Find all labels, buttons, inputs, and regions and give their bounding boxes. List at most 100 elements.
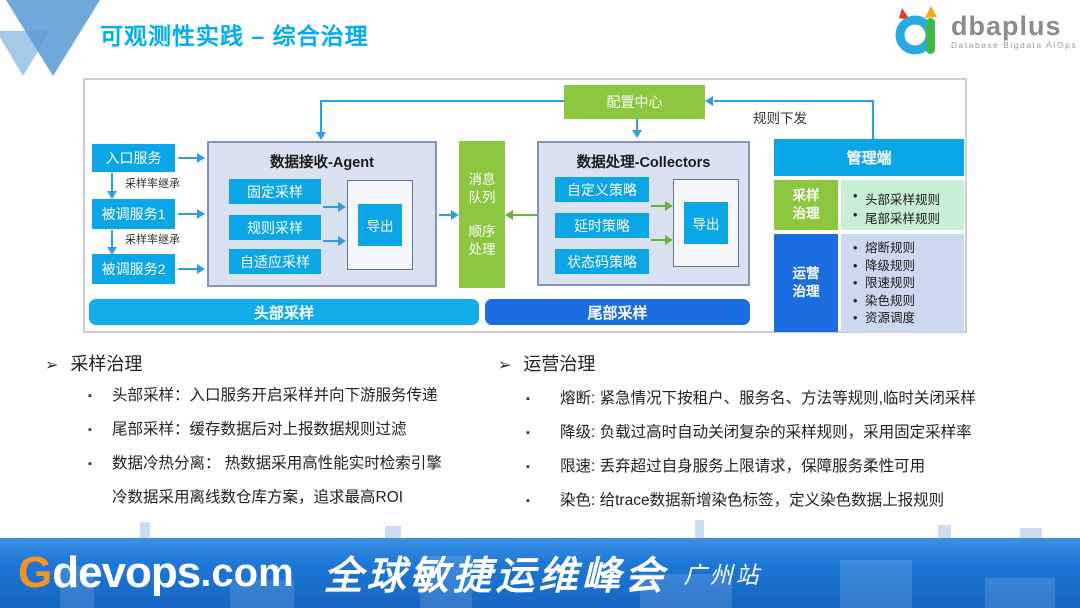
sample-rate-inherit-label: 采样率继承 <box>125 234 180 246</box>
skyline-decoration <box>1020 528 1042 542</box>
arrowhead-agent-to-queue <box>451 210 459 220</box>
dbaplus-logo-name: dbaplus <box>951 11 1062 41</box>
note-text: 熔断: 紧急情况下按租户、服务名、方法等规则,临时关闭采样 <box>560 390 976 407</box>
rule-item: 尾部采样规则 <box>851 208 964 227</box>
arrowhead-callee1-to-agent <box>197 209 205 219</box>
arrow-config-to-agent <box>320 100 564 102</box>
dbaplus-logo-icon <box>895 6 937 55</box>
note-item: 染色: 给trace数据新增染色标签，定义染色数据上报规则 <box>524 484 976 518</box>
agent-panel-title: 数据接收-Agent <box>270 155 374 171</box>
arrow-sampling-to-export <box>323 240 339 242</box>
notes-right-heading: 运营治理 <box>498 350 595 376</box>
arrowhead-entry-to-callee1 <box>107 191 117 199</box>
callee-service-2-box: 被调服务2 <box>92 254 175 284</box>
arrow-config-to-agent <box>320 100 322 133</box>
skyline-decoration <box>230 580 294 608</box>
arrow-strategy-to-export <box>651 239 666 241</box>
skyline-decoration <box>840 560 912 608</box>
rule-item: 资源调度 <box>851 310 964 328</box>
arrowhead-entry-to-agent <box>197 153 205 163</box>
arrow-management-to-config <box>714 100 874 102</box>
note-item: 数据冷热分离： 热数据采用高性能实时检索引擎 冷数据采用离线数仓库方案，追求最高… <box>86 447 442 515</box>
arrowhead-sampling-to-export <box>338 236 346 246</box>
callee-service-1-box: 被调服务1 <box>92 199 175 229</box>
note-item: 熔断: 紧急情况下按租户、服务名、方法等规则,临时关闭采样 <box>524 382 976 416</box>
page-title: 可观测性实践 – 综合治理 <box>100 23 369 49</box>
note-item: 降级: 负载过高时自动关闭复杂的采样规则，采用固定采样率 <box>524 416 976 450</box>
agent-export-panel: 导出 <box>347 180 413 270</box>
arrowhead-strategy-to-export <box>665 235 673 245</box>
notes-left-heading: 采样治理 <box>45 350 142 376</box>
rule-item: 降级规则 <box>851 258 964 276</box>
fixed-sampling-box: 固定采样 <box>229 179 321 204</box>
agent-export-button: 导出 <box>358 204 402 246</box>
skyline-decoration <box>985 578 1055 608</box>
config-center-box: 配置中心 <box>564 85 705 119</box>
rule-dispatch-label: 规则下发 <box>753 111 807 126</box>
collectors-export-button: 导出 <box>684 202 728 244</box>
skyline-decoration <box>385 526 401 542</box>
skyline-decoration <box>695 520 704 542</box>
event-title: 全球敏捷运维峰会 <box>323 555 668 598</box>
skyline-decoration <box>140 522 150 542</box>
gdevops-logo-text: devops <box>52 548 201 597</box>
entry-service-box: 入口服务 <box>92 144 175 172</box>
note-text: 尾部采样：缓存数据后对上报数据规则过滤 <box>112 421 407 438</box>
rule-sampling-box: 规则采样 <box>229 215 321 240</box>
note-text: 头部采样：入口服务开启采样并向下游服务传递 <box>112 387 438 404</box>
arrow-entry-to-callee1 <box>111 173 113 191</box>
arrowhead-config-to-agent <box>316 132 326 140</box>
architecture-diagram: 配置中心 规则下发 入口服务 被调服务1 被调服务2 采样率继承 采样率继承 数… <box>83 78 967 333</box>
head-sampling-bar: 头部采样 <box>89 299 479 325</box>
note-item: 尾部采样：缓存数据后对上报数据规则过滤 <box>86 413 442 447</box>
management-panel-header: 管理端 <box>774 139 964 176</box>
collectors-export-panel: 导出 <box>673 179 739 267</box>
arrowhead-strategy-to-export <box>665 201 673 211</box>
queue-text: 队列 <box>468 189 496 205</box>
operation-governance-rules: 熔断规则 降级规则 限速规则 染色规则 资源调度 <box>841 234 964 332</box>
note-text: 限速: 丢弃超过自身服务上限请求，保障服务柔性可用 <box>560 458 926 475</box>
queue-text: 顺序 <box>468 223 496 239</box>
rule-item: 染色规则 <box>851 293 964 311</box>
rule-item: 熔断规则 <box>851 240 964 258</box>
skyline-decoration <box>420 556 472 608</box>
operation-governance-text: 运营治理 <box>792 265 820 299</box>
arrowhead-callee2-to-agent <box>197 264 205 274</box>
arrow-callee1-to-callee2 <box>111 230 113 248</box>
rule-item: 限速规则 <box>851 275 964 293</box>
arrow-callee2-to-agent <box>178 268 198 270</box>
note-text: 数据冷热分离： 热数据采用高性能实时检索引擎 <box>112 455 442 472</box>
statuscode-strategy-box: 状态码策略 <box>555 249 649 274</box>
event-city: 广州站 <box>683 563 762 588</box>
note-text: 染色: 给trace数据新增染色标签，定义染色数据上报规则 <box>560 492 945 509</box>
custom-strategy-box: 自定义策略 <box>555 177 649 202</box>
arrow-sampling-to-export <box>323 206 339 208</box>
adaptive-sampling-box: 自适应采样 <box>229 249 321 274</box>
dbaplus-logo-tagline: Database Bigdata AIOps <box>951 40 1078 50</box>
sample-rate-inherit-label: 采样率继承 <box>125 178 180 190</box>
sampling-governance-text: 采样治理 <box>792 187 820 221</box>
delay-strategy-box: 延时策略 <box>555 213 649 238</box>
arrow-entry-to-agent <box>178 157 198 159</box>
dbaplus-logo: dbaplus Database Bigdata AIOps <box>893 5 1077 57</box>
arrowhead-sampling-to-export <box>338 202 346 212</box>
arrow-strategy-to-export <box>651 205 666 207</box>
arrowhead-callee1-to-callee2 <box>107 247 117 255</box>
arrowhead-collectors-to-queue <box>505 210 513 220</box>
note-item: 限速: 丢弃超过自身服务上限请求，保障服务柔性可用 <box>524 450 976 484</box>
note-text: 降级: 负载过高时自动关闭复杂的采样规则，采用固定采样率 <box>560 424 972 441</box>
sampling-governance-rules: 头部采样规则 尾部采样规则 <box>841 180 964 230</box>
sampling-governance-label: 采样治理 <box>774 180 838 230</box>
operation-governance-label: 运营治理 <box>774 234 838 332</box>
rule-item: 头部采样规则 <box>851 189 964 208</box>
gdevops-logo-g: G <box>18 548 53 597</box>
notes-right-list: 熔断: 紧急情况下按租户、服务名、方法等规则,临时关闭采样 降级: 负载过高时自… <box>524 382 976 518</box>
arrow-collectors-to-queue <box>513 214 537 216</box>
arrow-config-to-collectors <box>636 119 638 131</box>
arrow-agent-to-queue <box>439 214 452 216</box>
gdevops-logo-suffix: .com <box>200 550 294 595</box>
note-item: 头部采样：入口服务开启采样并向下游服务传递 <box>86 379 442 413</box>
skyline-decoration <box>60 566 94 608</box>
